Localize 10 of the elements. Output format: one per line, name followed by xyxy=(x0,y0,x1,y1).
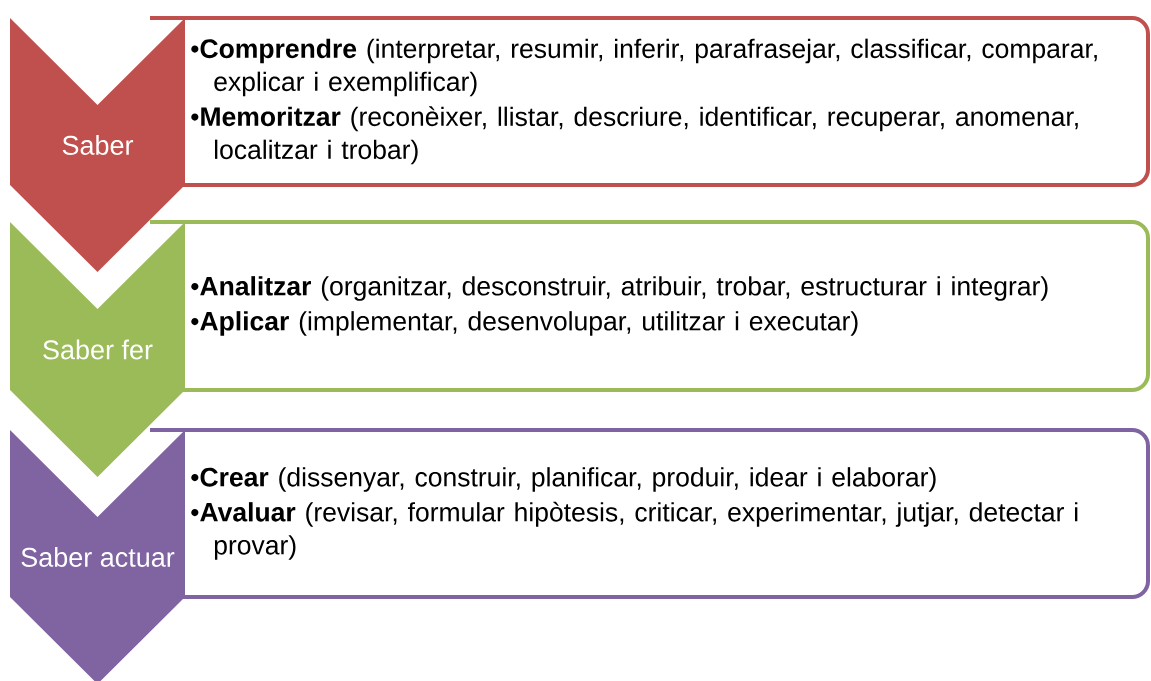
bullet-text: •Aplicar (implementar, desenvolupar, utilitzar i executar) xyxy=(191,311,858,336)
bullet-text: •Avaluar (revisar, formular hipòtesis, criticar, experimentar, jutjar, detectar i provar) xyxy=(191,501,1078,560)
bullet-text: •Memoritzar (reconèixer, llistar, descriure, identificar, recuperar, anomenar, localitzar i trobar) xyxy=(191,106,1078,165)
step-band: Saber xyxy=(10,18,185,272)
step-band: Saber actuar xyxy=(10,430,185,681)
step-band: Saber fer xyxy=(10,222,185,477)
bullet-text: •Crear (dissenyar, construir, planificar, produir, idear i elaborar) xyxy=(191,467,936,492)
bullet-text: •Comprendre (interpretar, resumir, inferir, parafrasejar, classificar, comparar, explicar i exemplificar) xyxy=(191,38,1097,97)
bullet-text: •Analitzar (organitzar, desconstruir, atribuir, trobar, estructurar i integrar) xyxy=(191,276,1048,301)
text-box xyxy=(150,16,1150,187)
